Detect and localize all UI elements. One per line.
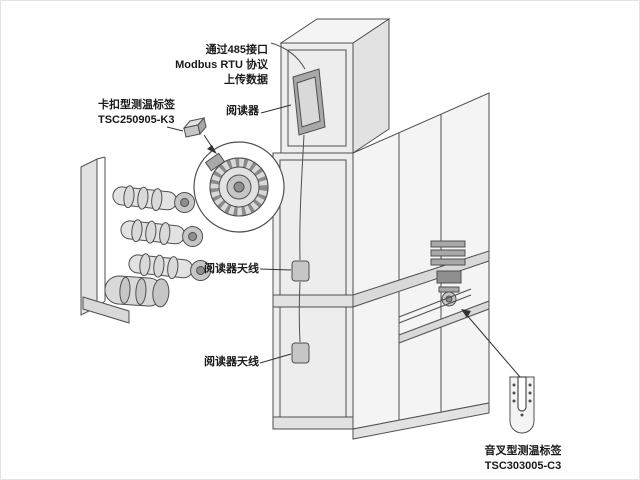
clip-tag-model: TSC250905-K3	[98, 114, 175, 126]
busbar-contact-assembly	[398, 240, 472, 324]
breaker-body	[104, 275, 170, 308]
fork-tag-model: TSC303005-C3	[484, 460, 562, 472]
upload-line3: 上传数据	[224, 74, 268, 86]
leader-reader	[260, 104, 292, 114]
leader-antenna-bottom	[259, 353, 292, 364]
bushing-1	[112, 185, 196, 214]
clip-tag-on-contact	[204, 152, 226, 172]
reader-antenna-bottom	[291, 342, 310, 364]
label-antenna-top: 阅读器天线	[204, 263, 259, 275]
reader-antenna-top	[291, 260, 310, 282]
breaker-assembly	[80, 156, 212, 324]
arrowhead-clip	[207, 145, 217, 154]
upload-line2: Modbus RTU 协议	[175, 59, 268, 71]
contact-detail-callout	[193, 141, 285, 233]
label-fork-tag: 音叉型测温标签 TSC303005-C3	[467, 444, 579, 474]
clip-tag-icon	[182, 116, 207, 138]
bushing-2	[120, 219, 204, 248]
reader-device	[270, 42, 326, 136]
bushing-3	[128, 253, 212, 282]
upload-line1: 通过485接口	[205, 44, 268, 56]
fork-tag-icon	[509, 376, 535, 434]
fork-tag-name: 音叉型测温标签	[484, 445, 562, 457]
label-reader: 阅读器	[226, 105, 259, 117]
cabinet-side-frame	[352, 92, 490, 440]
rs485-cable	[270, 42, 306, 70]
label-antenna-bottom: 阅读器天线	[204, 356, 259, 368]
leader-lines	[166, 104, 521, 378]
arrowhead-fork	[461, 309, 471, 318]
antenna-cables	[298, 134, 305, 343]
leader-clip-label	[166, 126, 184, 132]
cabinet-front	[272, 152, 354, 430]
label-upload-protocol: 通过485接口 Modbus RTU 协议 上传数据	[151, 43, 268, 88]
contact-fingers	[210, 158, 268, 216]
clip-tag-name: 卡扣型测温标签	[98, 99, 175, 111]
leader-antenna-top	[259, 268, 292, 271]
leader-fork-to-contact	[464, 312, 521, 378]
label-clip-tag: 卡扣型测温标签 TSC250905-K3	[98, 98, 175, 128]
